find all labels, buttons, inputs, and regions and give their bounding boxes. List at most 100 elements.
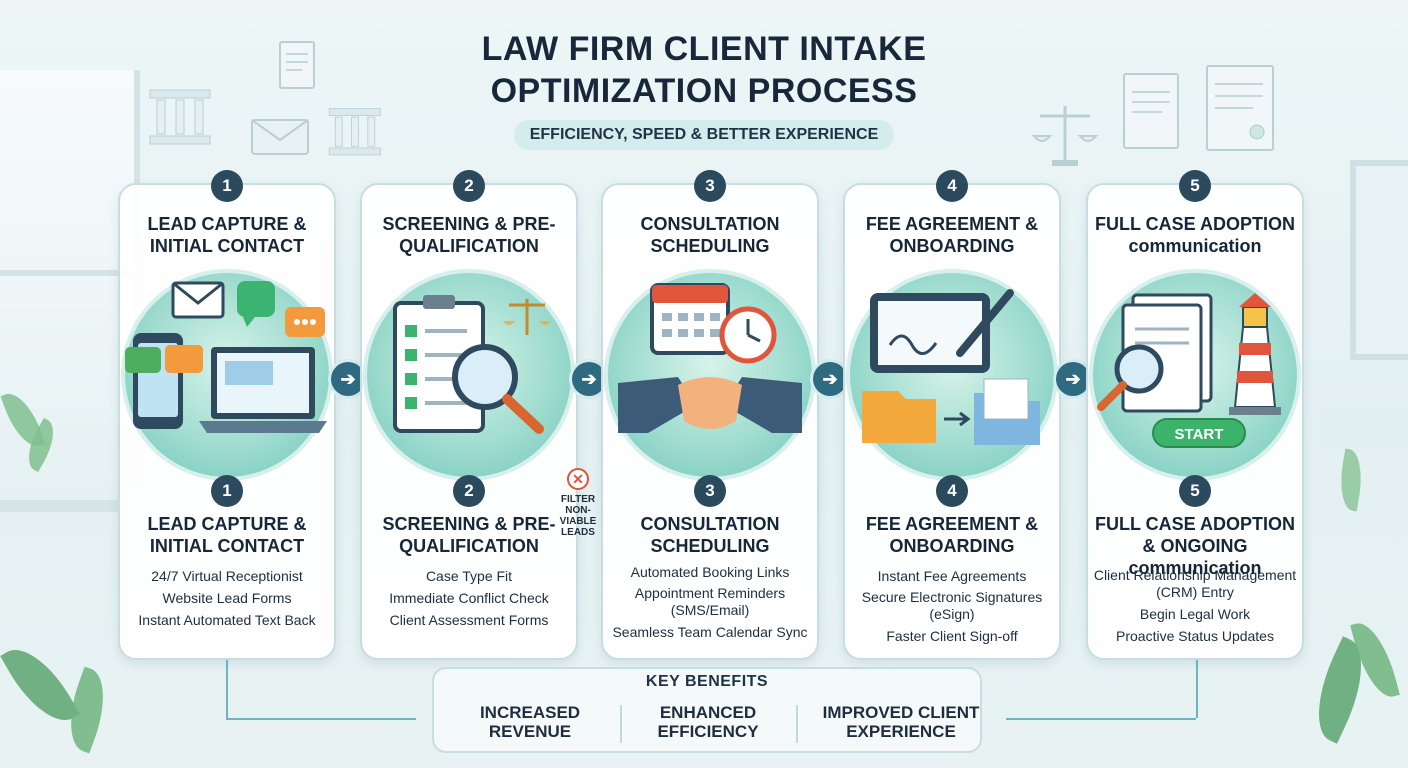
envelope-icon bbox=[251, 119, 309, 155]
step-card-2: 2 SCREENING & PRE-QUALIFICATION bbox=[360, 170, 578, 660]
chat-icon bbox=[125, 281, 325, 373]
step-bullet: Automated Booking Links bbox=[630, 564, 790, 580]
step-illustration bbox=[850, 273, 1054, 477]
step-bullet: Faster Client Sign-off bbox=[886, 628, 1018, 644]
flow-arrow-icon: ➔ bbox=[572, 362, 606, 396]
lighthouse-icon bbox=[1229, 293, 1281, 415]
step-bullet: Case Type Fit bbox=[425, 568, 513, 584]
step-bullet: Secure Electronic Signatures (eSign) bbox=[861, 589, 1043, 622]
step-title-detail: CONSULTATION SCHEDULING bbox=[640, 514, 780, 556]
step-number-badge: 3 bbox=[694, 475, 726, 507]
step-card-5: 5 FULL CASE ADOPTION communication bbox=[1086, 170, 1304, 660]
scheduling-illustration bbox=[618, 283, 802, 433]
step-bullet: Client Assessment Forms bbox=[389, 612, 549, 628]
step-bullet: Client Relationship Management (CRM) Ent… bbox=[1093, 567, 1297, 600]
courthouse-icon bbox=[149, 89, 211, 145]
flow-arrow-icon: ➔ bbox=[813, 362, 847, 396]
scales-icon bbox=[503, 299, 551, 335]
start-label: START bbox=[1175, 426, 1224, 443]
plant-leaf-decoration bbox=[1334, 448, 1368, 512]
step-number-badge: 4 bbox=[936, 170, 968, 202]
document-icon bbox=[279, 41, 315, 89]
feedback-line bbox=[226, 718, 416, 720]
step-bullet: 24/7 Virtual Receptionist bbox=[151, 568, 303, 584]
pen-icon bbox=[956, 289, 1014, 357]
step-number-badge: 2 bbox=[453, 170, 485, 202]
flow-arrow-icon: ➔ bbox=[331, 362, 365, 396]
magnifier-icon bbox=[452, 344, 544, 434]
benefit-divider bbox=[796, 705, 798, 743]
background-picture-frame bbox=[1350, 160, 1408, 360]
step-illustration bbox=[608, 273, 812, 477]
step-bullet: Website Lead Forms bbox=[162, 590, 292, 606]
step-number-badge: 1 bbox=[211, 475, 243, 507]
courthouse-icon bbox=[328, 108, 382, 156]
step-bullet-list: Case Type Fit Immediate Conflict Check C… bbox=[366, 565, 572, 631]
step-title-detail: LEAD CAPTURE & INITIAL CONTACT bbox=[147, 514, 307, 556]
step-bullet: Proactive Status Updates bbox=[1116, 628, 1274, 644]
step-bullet-list: 24/7 Virtual Receptionist Website Lead F… bbox=[124, 565, 330, 631]
step-title: CONSULTATION SCHEDULING bbox=[640, 214, 780, 256]
filter-label: FILTER NON-VIABLE LEADS bbox=[559, 494, 597, 538]
background-shelf bbox=[0, 500, 120, 512]
start-button-graphic: START bbox=[1152, 418, 1246, 448]
feedback-line bbox=[226, 660, 228, 718]
step-number-badge: 3 bbox=[694, 170, 726, 202]
plant-leaf-decoration bbox=[0, 636, 80, 734]
flow-arrow-icon: ➔ bbox=[1056, 362, 1090, 396]
step-number-badge: 5 bbox=[1179, 170, 1211, 202]
header: LAW FIRM CLIENT INTAKE OPTIMIZATION PROC… bbox=[404, 28, 1004, 150]
step-card-1: 1 LEAD CAPTURE & INITIAL CONTACT bbox=[118, 170, 336, 660]
filter-callout: ✕ FILTER NON-VIABLE LEADS bbox=[550, 468, 606, 538]
step-title-detail: FULL CASE ADOPTION & ONGOING communicati… bbox=[1094, 514, 1295, 578]
benefit-item: IMPROVED CLIENT EXPERIENCE bbox=[822, 703, 980, 741]
reject-x-icon: ✕ bbox=[567, 468, 589, 490]
lead-capture-illustration bbox=[125, 281, 327, 433]
magnifier-icon bbox=[1097, 344, 1164, 411]
step-number-badge: 2 bbox=[453, 475, 485, 507]
step-bullet: Begin Legal Work bbox=[1139, 606, 1251, 622]
step-card-3: 3 CONSULTATION SCHEDULING bbox=[601, 170, 819, 660]
step-title-detail: SCREENING & PRE-QUALIFICATION bbox=[382, 514, 556, 556]
email-icon bbox=[171, 281, 225, 319]
onboarding-illustration bbox=[862, 289, 1040, 445]
step-bullet-list: Instant Fee Agreements Secure Electronic… bbox=[849, 565, 1055, 647]
scales-icon bbox=[1031, 106, 1099, 166]
step-bullet: Instant Automated Text Back bbox=[138, 612, 316, 628]
step-illustration bbox=[367, 273, 571, 477]
alarm-clock-icon bbox=[719, 306, 777, 364]
feedback-line bbox=[1196, 660, 1198, 718]
step-title: FEE AGREEMENT & ONBOARDING bbox=[865, 214, 1039, 256]
step-card-4: 4 FEE AGREEMENT & ONBOARDING 4 FEE AGREE… bbox=[843, 170, 1061, 660]
step-bullet: Immediate Conflict Check bbox=[389, 590, 549, 606]
case-adoption-illustration: START bbox=[1097, 293, 1281, 448]
calendar-icon bbox=[650, 283, 730, 355]
step-title: SCREENING & PRE-QUALIFICATION bbox=[382, 214, 556, 256]
step-bullet: Seamless Team Calendar Sync bbox=[612, 624, 808, 640]
laptop-icon bbox=[199, 347, 327, 433]
handshake-icon bbox=[618, 377, 802, 433]
step-bullet: Appointment Reminders (SMS/Email) bbox=[634, 585, 786, 618]
key-benefits-panel: KEY BENEFITS INCREASED REVENUE ENHANCED … bbox=[432, 667, 982, 753]
step-number-badge: 4 bbox=[936, 475, 968, 507]
benefit-divider bbox=[620, 705, 622, 743]
step-number-badge: 1 bbox=[211, 170, 243, 202]
feedback-line bbox=[1006, 718, 1196, 720]
step-title: FULL CASE ADOPTION communication bbox=[1094, 214, 1295, 256]
step-number-badge: 5 bbox=[1179, 475, 1211, 507]
screening-illustration bbox=[393, 295, 551, 434]
step-bullet-list: Automated Booking Links Appointment Remi… bbox=[607, 561, 813, 643]
step-bullet: Instant Fee Agreements bbox=[877, 568, 1027, 584]
step-title: LEAD CAPTURE & INITIAL CONTACT bbox=[147, 214, 307, 256]
page-subtitle: EFFICIENCY, SPEED & BETTER EXPERIENCE bbox=[513, 120, 895, 150]
folder-icon bbox=[862, 378, 1040, 445]
step-title-detail: FEE AGREEMENT & ONBOARDING bbox=[865, 514, 1039, 556]
benefit-item: INCREASED REVENUE bbox=[479, 703, 581, 741]
page-title-line-2: OPTIMIZATION PROCESS bbox=[490, 72, 918, 110]
document-icon bbox=[1123, 73, 1179, 149]
step-bullet-list: Client Relationship Management (CRM) Ent… bbox=[1092, 565, 1298, 647]
step-illustration bbox=[125, 273, 329, 477]
key-benefits-heading: KEY BENEFITS bbox=[645, 673, 769, 690]
document-icon bbox=[1206, 65, 1274, 151]
benefit-item: ENHANCED EFFICIENCY bbox=[657, 703, 759, 741]
